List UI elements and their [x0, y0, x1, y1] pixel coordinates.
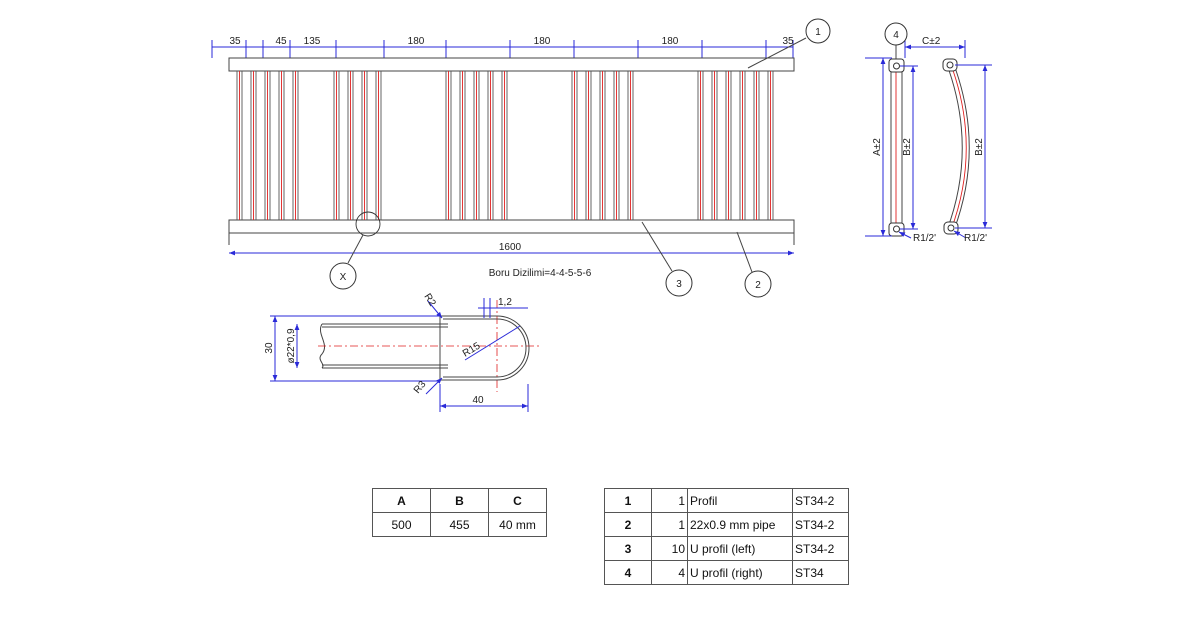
dim-135: 135 [304, 36, 321, 47]
balloon-4 [884, 22, 908, 46]
a-dimension-label: A±2 [872, 138, 883, 156]
part-name: U profil (right) [687, 560, 793, 585]
part-number: 1 [604, 488, 652, 513]
dim-180-b: 180 [534, 36, 551, 47]
header-a: A [372, 488, 431, 513]
side-view-curved: B±2 R1/2' [942, 58, 992, 244]
dim-180-a: 180 [408, 36, 425, 47]
parts-list-table: 1 1 Profil ST34-2 2 1 22x0.9 mm pipe ST3… [604, 488, 849, 585]
detail-x: 30 ø22*0,9 R15 R2 R3 1,2 40 [264, 292, 540, 412]
dim-45: 45 [275, 36, 287, 47]
detail-x-marker-circle [355, 211, 381, 237]
thread-label-right: R1/2' [964, 233, 987, 244]
balloon-2 [744, 270, 772, 298]
side-view-straight: C±2 A±2 B±2 R1/2' 4 [865, 22, 966, 244]
dimension-table-header: A B C [372, 488, 547, 513]
detail-width-label: 40 [472, 395, 484, 406]
part-name: U profil (left) [687, 536, 793, 561]
value-a: 500 [372, 512, 431, 537]
dim-35-left: 35 [229, 36, 241, 47]
front-view: 35 45 135 180 180 180 35 1600 Boru Dizil… [211, 18, 831, 298]
detail-r15-label: R15 [461, 340, 483, 359]
part-number: 4 [604, 560, 652, 585]
balloon-2-label: 2 [755, 280, 761, 291]
part-material: ST34-2 [792, 536, 849, 561]
part-name: Profil [687, 488, 793, 513]
part-material: ST34-2 [792, 488, 849, 513]
balloon-x-label: X [340, 272, 347, 283]
vertical-tubes [236, 71, 774, 220]
thread-label-left: R1/2' [913, 233, 936, 244]
part-material: ST34 [792, 560, 849, 585]
table-row: 4 4 U profil (right) ST34 [604, 560, 849, 585]
balloon-3 [665, 269, 693, 297]
top-dimensions: 35 45 135 180 180 180 35 [211, 36, 794, 58]
balloon-4-label: 4 [893, 30, 899, 41]
detail-thickness-label: 1,2 [498, 297, 512, 308]
detail-height-label: 30 [264, 342, 275, 354]
balloon-1-label: 1 [815, 27, 821, 38]
balloon-x [329, 262, 357, 290]
part-quantity: 10 [651, 536, 688, 561]
value-c: 40 mm [488, 512, 547, 537]
part-quantity: 1 [651, 488, 688, 513]
part-material: ST34-2 [792, 512, 849, 537]
part-quantity: 1 [651, 512, 688, 537]
b-dimension-curved-label: B±2 [974, 138, 985, 156]
balloon-3-label: 3 [676, 279, 682, 290]
dim-180-c: 180 [662, 36, 679, 47]
balloon-1 [805, 18, 831, 44]
table-row: 3 10 U profil (left) ST34-2 [604, 536, 849, 561]
part-number: 2 [604, 512, 652, 537]
value-b: 455 [430, 512, 489, 537]
b-dimension-label: B±2 [902, 138, 913, 156]
header-c: C [488, 488, 547, 513]
detail-pipe-label: ø22*0,9 [286, 328, 297, 363]
header-b: B [430, 488, 489, 513]
part-name: 22x0.9 mm pipe [687, 512, 793, 537]
table-row: 1 1 Profil ST34-2 [604, 488, 849, 513]
c-dimension-label: C±2 [922, 36, 941, 47]
top-rail [228, 57, 795, 72]
dimension-table: A B C 500 455 40 mm [372, 488, 547, 537]
dimension-table-values: 500 455 40 mm [372, 512, 547, 537]
table-row: 2 1 22x0.9 mm pipe ST34-2 [604, 512, 849, 537]
part-quantity: 4 [651, 560, 688, 585]
dim-35-right: 35 [782, 36, 794, 47]
part-number: 3 [604, 536, 652, 561]
overall-width-label: 1600 [499, 242, 522, 253]
bottom-rail [228, 219, 795, 234]
detail-r2-label: R2 [421, 292, 437, 309]
pipe-arrangement-label: Boru Dizilimi=4-4-5-5-6 [489, 268, 592, 279]
